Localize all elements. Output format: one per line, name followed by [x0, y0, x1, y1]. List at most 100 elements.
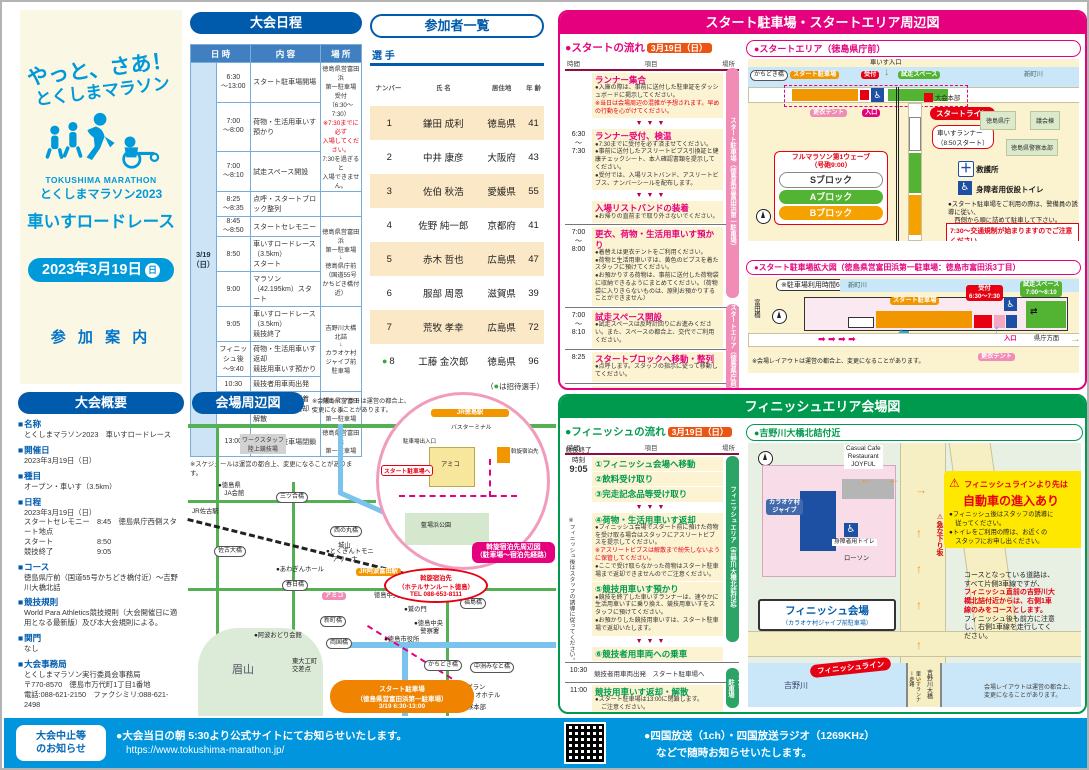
participant-age: 47	[528, 253, 539, 265]
pref-office-label: 徳島県庁	[980, 111, 1017, 130]
compass-icon	[772, 309, 787, 324]
overview-item-line: オープン・車いす（3.5km）	[24, 481, 117, 491]
flow-step-time: 6:30 ～ 7:30	[571, 131, 586, 156]
reception-tag: 受付 6:30～7:30	[966, 285, 1003, 301]
start-area-map-canvas: 新町川 かちどき橋 ♿ スタート駐車場 受付 試走スペース 更衣テント 入口 車…	[748, 59, 1079, 241]
participant-number: 6	[386, 287, 392, 299]
participant-age: 72	[528, 321, 539, 333]
map-label: ●とくぎんトモニ アリーナ	[326, 548, 374, 563]
flow-step-heading: 試走スペース開設	[595, 312, 662, 323]
bridge-shape	[906, 663, 942, 707]
participant-row: ●8 工藤 金次郎 徳島県 96	[370, 344, 544, 378]
map-label: アミコ	[441, 461, 460, 468]
start-line-label: スタートライン	[930, 107, 995, 120]
flow-step-time: 7:00 ～ 8:10	[571, 312, 586, 337]
reception-shape	[860, 90, 869, 100]
flow-step-note: ※当日は会場周辺の混雑が予想されます。早めの行動を心がけてください。	[595, 100, 720, 115]
map-label: バスターミナル	[451, 425, 492, 431]
overview-item-line: とくしまマラソン2023 車いすロードレース	[24, 430, 171, 439]
participant-number: 3	[386, 185, 392, 197]
course-arrow-icon: ↑	[916, 638, 922, 652]
participant-name: 赤木 哲也	[423, 255, 464, 266]
finish-map: ●吉野川大橋北詰付近 Casual Cafe Restaurant JOYFUL…	[744, 422, 1085, 709]
overview-item: コース 徳島県庁前（国道55号かちどき橋付近）～吉野川大橋北詰	[18, 561, 184, 593]
participant-number: 4	[386, 219, 392, 231]
day-circle: 日	[144, 262, 160, 278]
participant-prefecture: 徳島県	[487, 119, 516, 130]
car-warning-box: ⚠ フィニッシュラインより先は 自動車の進入あり ●フィニッシュ後はスタッフの誘…	[944, 471, 1081, 548]
start-parking-map: ●スタート駐車場拡大図（徳島県営富田浜第一駐車場：徳島市富田浜3丁目） ※駐車場…	[744, 258, 1083, 375]
overview-item: 種目 オープン・車いす（3.5km）	[18, 470, 184, 492]
wave-box: フルマラソン第1ウェーブ （号砲9:00） Sブロック Aブロック Bブロック	[774, 151, 888, 226]
overview-item-line: スタートセレモニー 8:45 徳島県庁西側スタート地点	[24, 517, 177, 537]
flow-step-note: ●点呼します。スタッフの指示に従って移動してください。	[595, 364, 718, 378]
col-place: 場 所	[319, 44, 363, 63]
bridge-label: 富田橋	[752, 299, 760, 318]
slope-warning: ⚠急な下り坂	[936, 513, 943, 556]
map-label: 両国橋	[326, 638, 353, 649]
overview-item-label: 日程	[18, 496, 184, 508]
overview-item: 開催日 2023年3月19日（日）	[18, 444, 184, 466]
col-datetime: 日 時	[189, 44, 252, 63]
finish-panel-title: フィニッシュエリア会場図	[560, 396, 1085, 418]
flow-step-heading: ④荷物・生活用車いす返却	[595, 514, 696, 525]
participant-row: 1 鎌田 成利 徳島県 41	[370, 106, 544, 140]
schedule-date: 3/19 （日）	[190, 62, 217, 457]
overview-item-label: 名称	[18, 418, 184, 430]
flow-step: ⑥競技者用車両への乗車	[565, 646, 739, 661]
map-label: 眉山	[232, 664, 254, 676]
sidebar-start-area: スタートエリア（徳島県庁前）	[726, 304, 739, 388]
participant-prefecture: 大阪府	[487, 153, 516, 164]
river-label: 新町川	[1024, 71, 1043, 78]
overview-item-line: 電話:088-621-2150 ファクシミリ:088-621-2498	[24, 689, 169, 709]
flow-step-note: ●7:30までに受付を必ず済ませてください。	[595, 141, 712, 148]
overview-item-label: 大会事務局	[18, 658, 184, 670]
overview-item-label: 関門	[18, 632, 184, 644]
flow-step-note: ●ここで受け取らなかった荷物はスタート駐車場まで返却できませんのでご注意ください…	[595, 563, 719, 578]
flow-step-time	[565, 73, 592, 118]
overview-item-label: コース	[18, 561, 184, 573]
map-label: ●鷲の門	[404, 606, 427, 613]
cancel-notice-tag: 大会中止等 のお知らせ	[16, 725, 106, 761]
hq-shape	[924, 93, 933, 102]
lawson-label: ローソン	[844, 555, 870, 562]
participant-row: 5 赤木 哲也 広島県 47	[370, 242, 544, 276]
map-label: 新町橋	[320, 616, 347, 627]
course-arrow-icon: ←	[888, 472, 900, 486]
road-shape	[188, 588, 556, 591]
sidebar-start-parking: スタート 駐車場	[726, 668, 743, 708]
flow-step-heading: ①フィニッシュ会場へ移動	[595, 459, 696, 469]
flow-step: 8:25 スタートブロックへ移動・整列 ●点呼します。スタッフの指示に従って移動…	[565, 348, 739, 382]
participant-row: 6 服部 周恩 滋賀県 39	[370, 276, 544, 310]
flow-column-headers: 時間 項目 場所	[565, 56, 739, 71]
schedule-section: 大会日程 日 時 内 容 場 所 3/19 （日） 6:30 ～13:00 スタ…	[189, 12, 363, 477]
lodging-inset-map: JR徳島駅 バスターミナル アミコ 駐車場出入口 スタート駐車場へ 斡旋宿泊先 …	[376, 392, 550, 570]
col-content: 内 容	[250, 44, 321, 63]
race-title: 車いすロードレース	[27, 212, 175, 231]
footer-notice-bar: 大会中止等 のお知らせ ●大会当日の朝 5:30より公式サイトにてお知らせいたし…	[4, 718, 1087, 768]
logo-catchphrase: やっと、さあ！ とくしまマラソン	[18, 48, 184, 111]
participant-prefecture: 京都府	[487, 221, 516, 232]
overview-item-line: とくしまマラソン実行委員会事務局	[24, 669, 141, 679]
start-parking-callout: スタート駐車場 （徳島県営富田浜第一駐車場） 3/19 6:30-13:00	[330, 680, 474, 713]
map-label: ●徳島県 JA会館	[218, 482, 245, 497]
start-area-map: ●スタートエリア（徳島県庁前） 新町川 かちどき橋 ♿ スタート駐車場 受付 試…	[744, 38, 1083, 243]
river-shape	[338, 642, 556, 648]
overview-item-line: 〒770-8570 徳島市万代町1丁目1番地	[24, 679, 151, 689]
runner-wheelchair-logo-icon	[20, 112, 182, 175]
trial-tag: 試走スペース	[898, 71, 941, 79]
footer-url-link[interactable]: https://www.tokushima-marathon.jp/	[126, 745, 285, 756]
flow-step: ③完走記念品等受け取り	[565, 487, 739, 502]
sidebar-finish-area: フィニッシュエリア（吉野川大橋北詰付近）	[726, 456, 739, 642]
participant-number: 7	[386, 321, 392, 333]
overview-item: 関門 なし	[18, 632, 184, 654]
participant-prefecture: 広島県	[487, 255, 516, 266]
inset-badge: 斡旋宿泊先周辺図 （駐車場～宿泊先経路）	[472, 542, 555, 563]
participant-row: 3 佐伯 秋浩 愛媛県 55	[370, 174, 544, 208]
participant-age: 96	[528, 355, 539, 367]
venue-map-title: 会場周辺図	[192, 392, 304, 414]
flow-step: ランナー集合 ●入庫の際は、事前に送付した駐車証をダッシュボードに掲示してくださ…	[565, 73, 739, 119]
compass-icon	[756, 209, 771, 224]
